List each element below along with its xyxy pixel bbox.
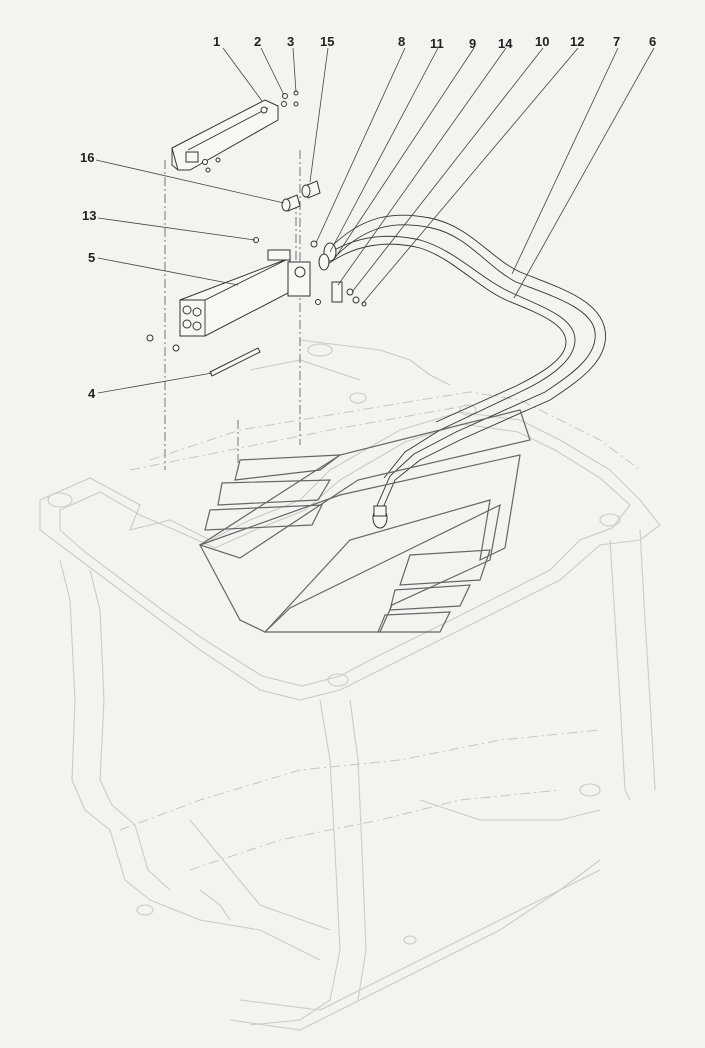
callout-3: 3 xyxy=(287,34,294,49)
hoses-6-7 xyxy=(318,214,606,529)
callout-12: 12 xyxy=(570,34,584,49)
cab-frame xyxy=(39,339,661,1031)
fittings xyxy=(310,240,367,307)
callout-1: 1 xyxy=(213,34,220,49)
callout-7: 7 xyxy=(613,34,620,49)
callout-11: 11 xyxy=(430,36,444,51)
callout-13: 13 xyxy=(82,208,96,223)
callout-15: 15 xyxy=(320,34,334,49)
part-heater-core-5 xyxy=(146,237,311,352)
callout-16: 16 xyxy=(80,150,94,165)
callout-14: 14 xyxy=(498,36,513,51)
callout-4: 4 xyxy=(88,386,96,401)
sleeves-15-16 xyxy=(281,180,321,212)
part-rod-4 xyxy=(209,347,261,377)
callout-9: 9 xyxy=(469,36,476,51)
callout-5: 5 xyxy=(88,250,95,265)
callout-2: 2 xyxy=(254,34,261,49)
leader-lines xyxy=(95,47,655,394)
watermark-logo xyxy=(198,409,531,633)
callouts: 1 2 3 15 8 11 9 14 10 12 7 6 16 13 5 4 xyxy=(80,34,656,401)
part-bracket-1 xyxy=(171,99,279,171)
callout-6: 6 xyxy=(649,34,656,49)
callout-10: 10 xyxy=(535,34,549,49)
callout-8: 8 xyxy=(398,34,405,49)
